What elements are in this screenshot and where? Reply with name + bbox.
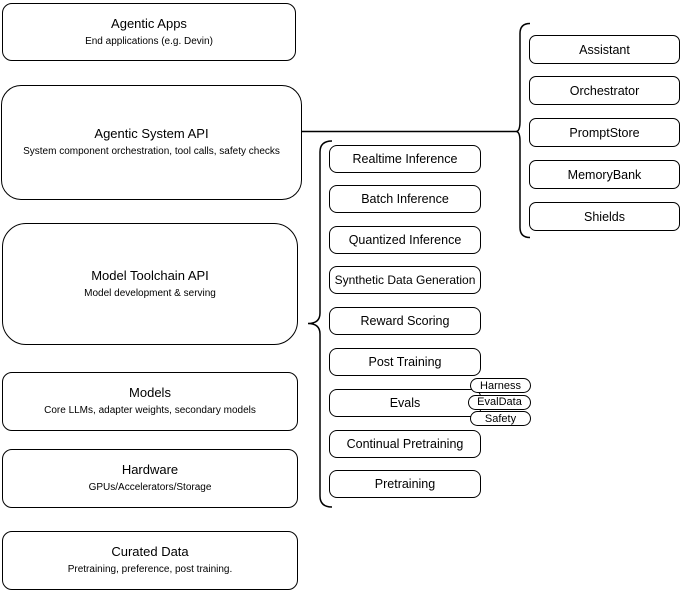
box-models-title: Models	[129, 385, 171, 401]
components-brace	[515, 22, 531, 239]
box-model-toolchain-api-title: Model Toolchain API	[91, 267, 209, 283]
box-agentic-apps: Agentic Apps End applications (e.g. Devi…	[2, 3, 296, 61]
toolchain-item-pretraining: Pretraining	[329, 470, 481, 498]
component-promptstore: PromptStore	[529, 118, 680, 147]
box-agentic-system-api-subtitle: System component orchestration, tool cal…	[23, 146, 280, 158]
box-agentic-apps-title: Agentic Apps	[111, 15, 187, 31]
toolchain-item-quantized-inference: Quantized Inference	[329, 226, 481, 254]
toolchain-item-post-training: Post Training	[329, 348, 481, 376]
box-agentic-system-api-title: Agentic System API	[94, 126, 209, 142]
evals-tag-evaldata: EvalData	[468, 394, 531, 410]
component-assistant: Assistant	[529, 35, 680, 64]
box-curated-data-title: Curated Data	[111, 544, 189, 560]
box-hardware-title: Hardware	[121, 462, 179, 478]
box-curated-data: Curated Data Pretraining, preference, po…	[2, 531, 298, 590]
box-hardware-subtitle: GPUs/Accelerators/Storage	[88, 482, 212, 494]
toolchain-item-realtime-inference: Realtime Inference	[329, 145, 481, 173]
component-shields: Shields	[529, 202, 680, 231]
toolchain-item-reward-scoring: Reward Scoring	[329, 307, 481, 335]
component-orchestrator: Orchestrator	[529, 76, 680, 105]
box-curated-data-subtitle: Pretraining, preference, post training.	[67, 564, 233, 576]
box-model-toolchain-api: Model Toolchain API Model development & …	[2, 223, 298, 345]
box-models-subtitle: Core LLMs, adapter weights, secondary mo…	[44, 405, 256, 417]
evals-tag-safety: Safety	[470, 411, 531, 426]
box-agentic-apps-subtitle: End applications (e.g. Devin)	[85, 35, 213, 47]
evals-tag-harness: Harness	[470, 378, 531, 393]
box-agentic-system-api: Agentic System API System component orch…	[1, 85, 302, 200]
box-hardware: Hardware GPUs/Accelerators/Storage	[2, 449, 298, 508]
component-memorybank: MemoryBank	[529, 160, 680, 189]
box-models: Models Core LLMs, adapter weights, secon…	[2, 372, 298, 431]
toolchain-item-continual-pretraining: Continual Pretraining	[329, 430, 481, 458]
box-model-toolchain-api-subtitle: Model development & serving	[84, 287, 216, 299]
toolchain-item-evals: Evals	[329, 389, 481, 417]
toolchain-item-synthetic-data-generation: Synthetic Data Generation	[329, 266, 481, 294]
toolchain-item-batch-inference: Batch Inference	[329, 185, 481, 213]
